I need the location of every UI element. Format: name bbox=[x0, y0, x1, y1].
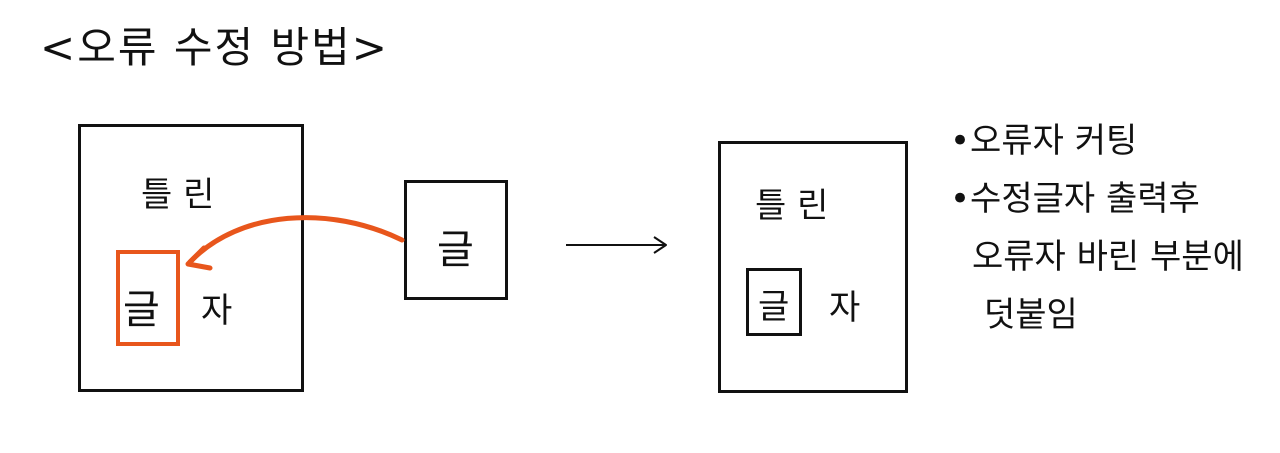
wrong-char: 글 bbox=[123, 287, 160, 333]
sheet-top-text: 틀 린 bbox=[141, 175, 215, 215]
sheet-top-text: 틀 린 bbox=[755, 186, 829, 226]
patched-char: 글 bbox=[758, 287, 790, 327]
note-item: 오류자 바린 부분에 bbox=[972, 237, 1244, 277]
patched-char-box: 글 bbox=[746, 268, 802, 336]
correction-char: 글 bbox=[437, 227, 474, 273]
remaining-char: 자 bbox=[829, 288, 861, 328]
remaining-char: 자 bbox=[201, 291, 233, 331]
notes-list: •오류자 커팅 •수정글자 출력후 오류자 바린 부분에 덧붙임 bbox=[950, 112, 1244, 344]
note-item: •수정글자 출력후 bbox=[950, 179, 1200, 219]
fixed-sheet: 틀 린 자 bbox=[718, 141, 908, 393]
note-item: 덧붙임 bbox=[984, 295, 1078, 335]
correction-tile: 글 bbox=[404, 180, 508, 300]
error-highlight-box bbox=[116, 250, 180, 346]
note-item: •오류자 커팅 bbox=[950, 121, 1138, 161]
result-arrowhead-icon bbox=[653, 236, 667, 254]
replace-arrow bbox=[187, 215, 405, 265]
title: <오류 수정 방법> bbox=[40, 23, 389, 72]
replace-arrowhead-icon bbox=[185, 245, 213, 271]
